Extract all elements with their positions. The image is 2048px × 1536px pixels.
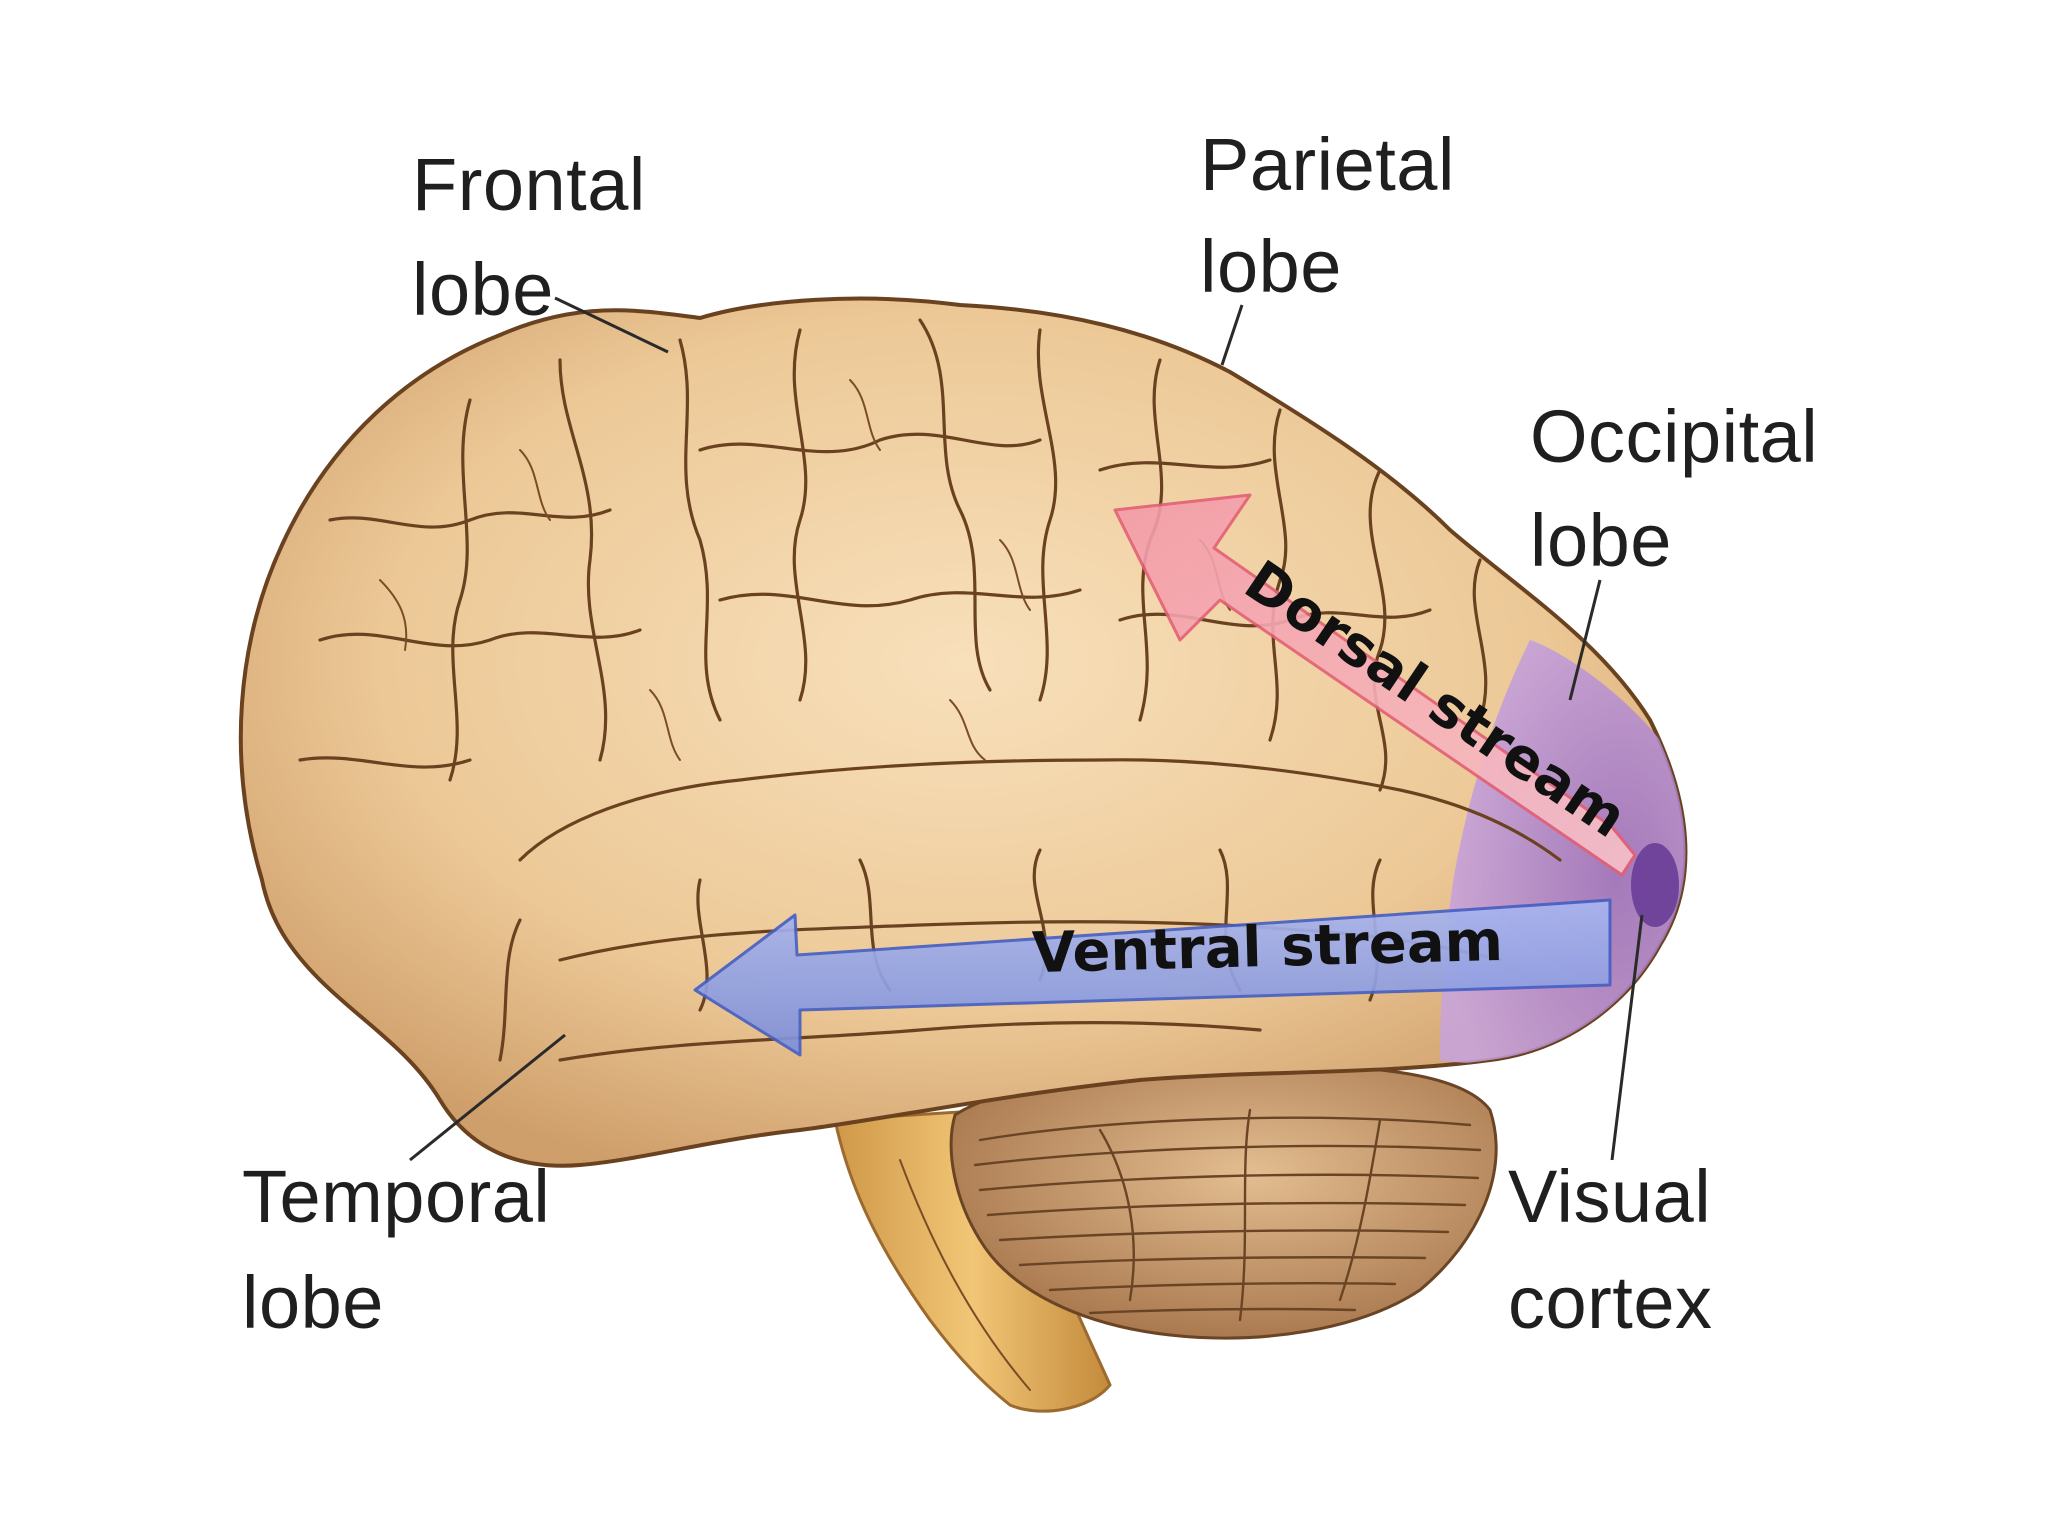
parietal-lobe-leader (1220, 304, 1244, 366)
cerebellum (949, 1063, 1498, 1340)
frontal-lobe-label: Frontal lobe (412, 143, 667, 331)
ventral-stream-arrow (693, 898, 1612, 1057)
visual-cortex-leader (1610, 914, 1644, 1161)
parietal-lobe-label: Parietal lobe (1200, 123, 1476, 308)
occipital-lobe-leader (1568, 579, 1602, 701)
temporal-lobe-label: Temporal lobe (242, 1155, 571, 1344)
visual-cortex-label: Visual cortex (1508, 1155, 1732, 1344)
dorsal-stream-arrow (1113, 493, 1637, 877)
frontal-lobe-leader (554, 296, 669, 354)
ventral-stream-label: Ventral stream (1031, 909, 1503, 986)
visual-cortex-region (1631, 843, 1679, 927)
temporal-lobe-leader (409, 1033, 566, 1162)
occipital-lobe-label: Occipital lobe (1530, 395, 1839, 582)
